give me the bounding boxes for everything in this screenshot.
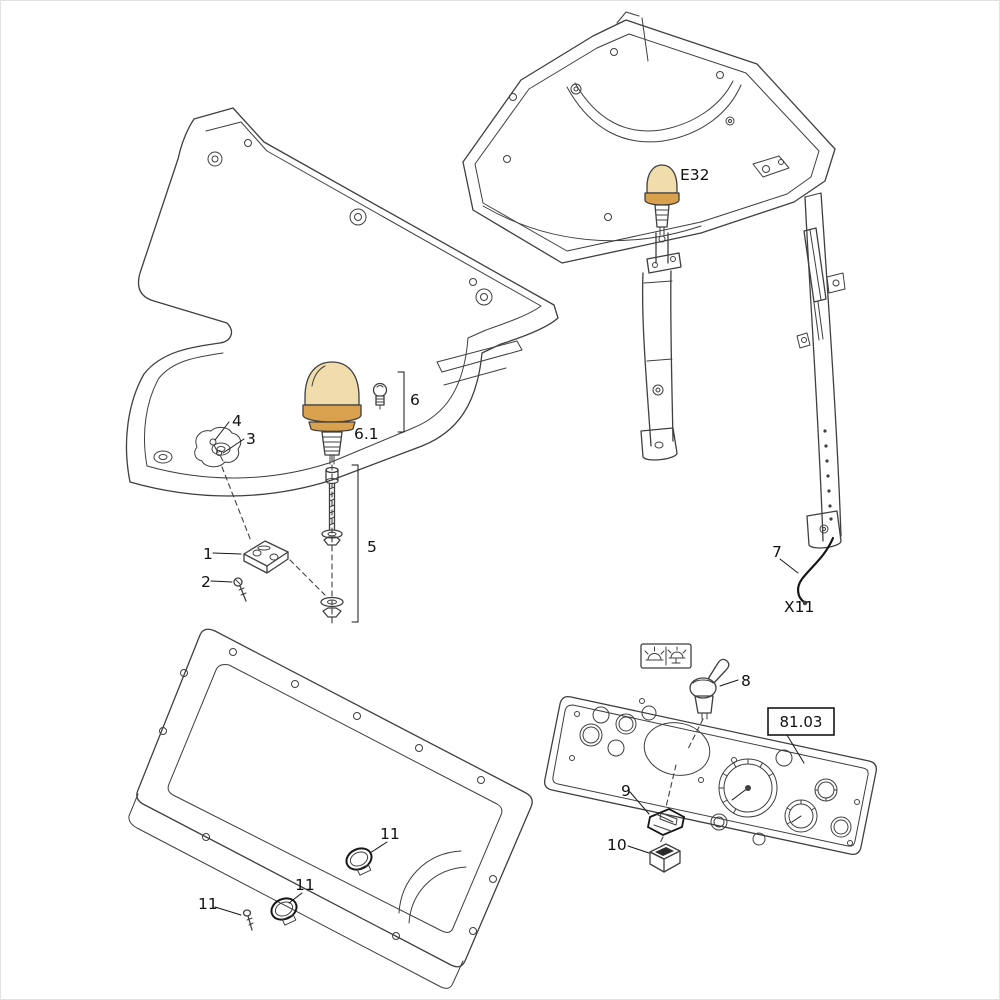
part-label-3: 3: [246, 430, 256, 448]
screw-part-2: [233, 577, 247, 602]
part-label-10: 10: [607, 836, 627, 854]
stem-part-5: [320, 466, 344, 618]
clamp-part-11-a: [345, 847, 373, 876]
right-mounting-post: [796, 192, 846, 549]
roof-frame-bottom-left: [128, 628, 533, 989]
fender-arc: [398, 850, 462, 914]
part-label-8: 8: [741, 672, 751, 690]
callout-labels: 4 3 1 2 5 6 6.1 E32 7 X11 8 9 10 11 11 1…: [198, 166, 814, 913]
cab-roof-top-right: [462, 11, 846, 606]
beacon-e32: [644, 164, 680, 243]
beacon-id-label: E32: [680, 166, 710, 184]
screw-part-11-c: [242, 909, 254, 931]
part-label-6: 6: [410, 391, 420, 409]
part-label-5: 5: [367, 538, 377, 556]
beacon-on-pole-icon: [667, 646, 687, 664]
part-label-2: 2: [201, 573, 211, 591]
part-label-1: 1: [203, 545, 213, 563]
ref-box-label: 81.03: [780, 713, 823, 731]
bulb-part-6-1: [372, 382, 388, 410]
part-label-9: 9: [621, 782, 631, 800]
instrument-panel: 81.03: [544, 643, 877, 873]
part-label-4: 4: [232, 412, 242, 430]
bracket-span-6: [397, 371, 405, 433]
wiring-harness-part-7: [797, 536, 835, 606]
gas-strut: [803, 227, 827, 303]
part-label-11-lower: 11: [198, 895, 218, 913]
fuel-gauge: [784, 799, 818, 833]
tachometer-gauge: [718, 758, 778, 818]
clamp-part-11-b: [270, 897, 298, 926]
mount-bracket-part-1: [243, 540, 289, 574]
beacon-icon-legend: [640, 643, 692, 669]
screws-part-3-4: [194, 426, 242, 468]
part-label-11-upper: 11: [380, 825, 400, 843]
temp-gauge: [814, 778, 838, 802]
beacon-assembly: [194, 361, 405, 624]
hinge-bracket: [752, 155, 790, 178]
beacon-icon: [644, 646, 665, 661]
roof-panel-top-left: [125, 107, 559, 497]
ref-box-81-03: 81.03: [767, 707, 835, 736]
switch-part-8: [689, 658, 730, 720]
bracket-span-5: [351, 464, 359, 623]
beacon-lamp: [302, 361, 362, 465]
clip-part-9: [646, 808, 686, 836]
center-gauge-hole: [643, 722, 711, 776]
part-label-7: 7: [772, 543, 782, 561]
connector-id-label: X11: [784, 598, 814, 616]
left-mounting-post: [640, 232, 682, 461]
part-label-11-middle: 11: [295, 876, 315, 894]
rocker-switch-part-10: [649, 843, 681, 873]
flexible-mount: [321, 431, 343, 456]
part-label-6-1: 6.1: [354, 425, 379, 443]
